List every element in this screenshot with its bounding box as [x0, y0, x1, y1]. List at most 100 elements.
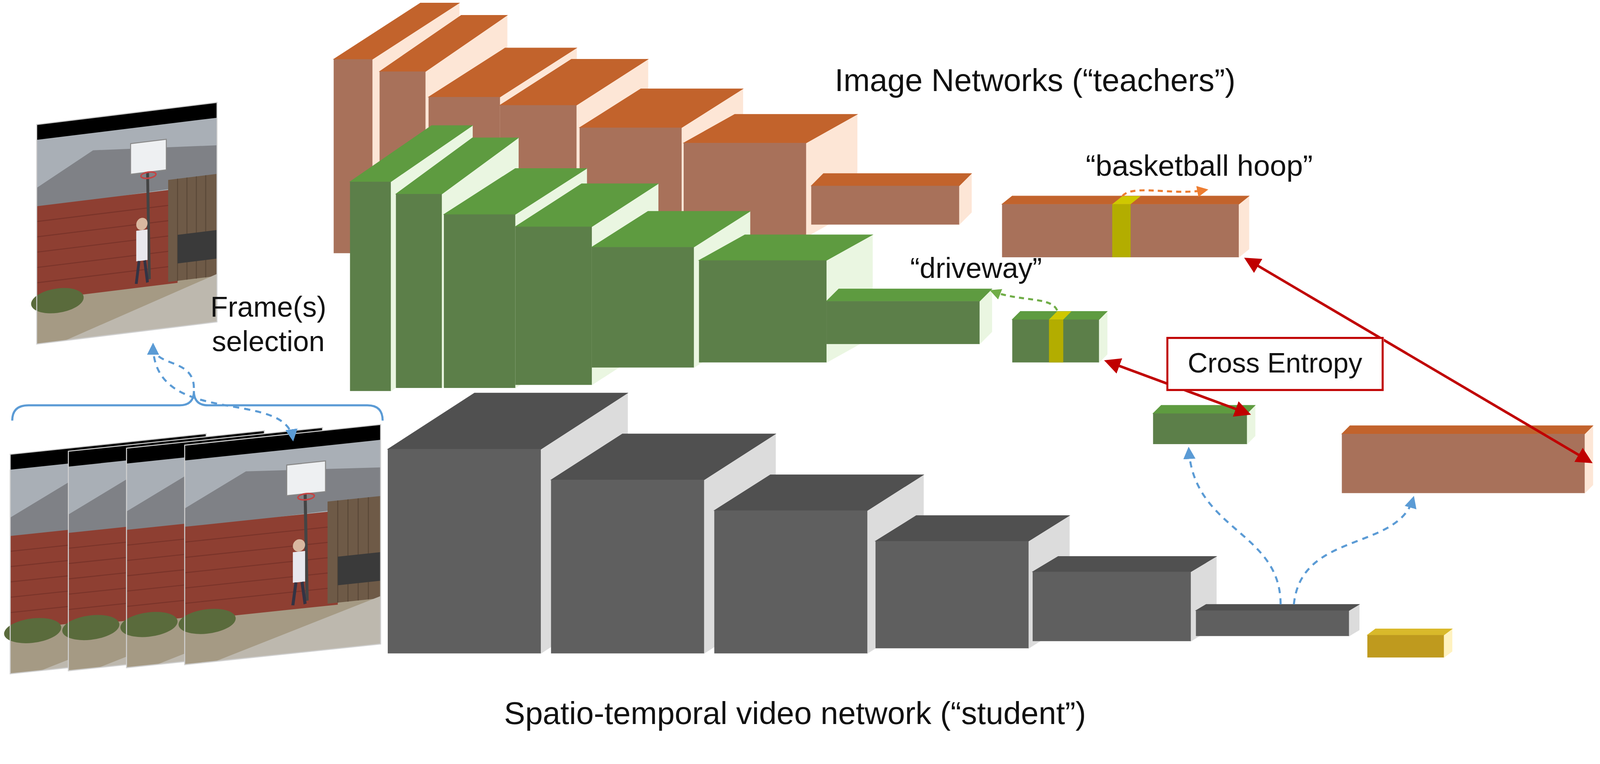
block-front-face [396, 193, 442, 388]
block-front-face [387, 449, 541, 654]
frame-brick-line [184, 571, 338, 588]
block-top-face [683, 114, 857, 143]
frame-bush [178, 605, 236, 637]
block-top-face [699, 234, 873, 260]
block-front-face [826, 301, 980, 344]
frame-fence-line [205, 175, 207, 278]
layer-block [1012, 311, 1108, 363]
label-text: Frame(s) selection [191, 289, 346, 359]
frame-fence-line [186, 177, 188, 280]
selection-pointer [153, 345, 293, 439]
frame-hoop [297, 492, 315, 501]
frame-wall [36, 188, 178, 300]
head-pointer [1293, 498, 1414, 605]
frames-bracket [12, 390, 383, 421]
block-front-face [443, 214, 516, 388]
selection-pointer [153, 345, 194, 388]
layer-block [811, 173, 972, 225]
frame-person-body [136, 229, 148, 262]
video-frames [3, 424, 381, 674]
frame-bush [62, 612, 120, 643]
frame-trailer [337, 551, 381, 586]
block-top-face [1341, 425, 1593, 434]
frame-brick-line [36, 204, 178, 222]
frame-person-head [136, 216, 148, 231]
layer-block [396, 137, 519, 388]
head-pointer [1188, 449, 1281, 605]
class-pointer [991, 290, 1058, 311]
frame-bush [3, 615, 61, 646]
block-front-face [1367, 634, 1444, 658]
label-text: “basketball hoop” [1085, 147, 1382, 184]
block-front-face [875, 540, 1029, 649]
frame-bush [31, 284, 84, 316]
block-top-face [1032, 556, 1217, 572]
block-front-face [699, 260, 827, 363]
frame-hoop [140, 170, 156, 179]
class-highlight [1112, 204, 1131, 258]
selected-frame [31, 102, 218, 345]
layer-block [1002, 195, 1250, 258]
class-highlight-top [1112, 195, 1141, 205]
label-text: Image Networks (“teachers”) [834, 61, 1325, 100]
block-top-face [826, 288, 992, 302]
frame-person-leg [301, 581, 306, 605]
frame-fence-line [337, 500, 339, 603]
block-front-face [1012, 319, 1099, 363]
block-front-face [714, 510, 868, 654]
frame-person-leg [292, 581, 296, 605]
frame-pole [147, 169, 150, 280]
block-top-face [591, 211, 751, 247]
block-front-face [1002, 204, 1239, 258]
frame-brick-line [36, 234, 178, 253]
video-frame [178, 424, 381, 665]
block-top-face [1196, 604, 1360, 611]
frame-fence-line [195, 176, 197, 279]
frame-driveway [215, 595, 381, 662]
frame-brick-line [184, 525, 338, 543]
frame-backboard [130, 139, 167, 175]
frame-fence [327, 495, 381, 604]
block-top-face [1367, 628, 1453, 635]
frame-fence-line [177, 178, 179, 281]
class-highlight-top [1048, 311, 1072, 320]
frame-brick-line [36, 219, 178, 237]
block-front-face [1032, 571, 1191, 641]
block-top-face [1012, 311, 1108, 320]
frame-driveway [64, 273, 217, 341]
frame-fence-line [357, 498, 359, 601]
frame-fence [168, 173, 217, 282]
frame-person-body [292, 550, 306, 583]
frame-brick-line [184, 587, 338, 604]
block-front-face [1341, 433, 1585, 493]
frame-person-leg [136, 260, 139, 284]
block-front-face [350, 181, 391, 391]
class-highlight [1048, 319, 1064, 363]
block-front-face [515, 226, 592, 385]
layer-block [1367, 628, 1453, 658]
block-top-face [714, 474, 924, 510]
block-side-face [1099, 311, 1108, 363]
node-label: Cross Entropy [1187, 347, 1363, 380]
block-top-face [551, 433, 776, 480]
block-top-face [1002, 195, 1250, 205]
block-front-face [1196, 610, 1350, 636]
label-text: Spatio-temporal video network (“student”… [504, 693, 1239, 732]
frame-bush [120, 608, 178, 640]
student-network [387, 392, 1593, 658]
block-front-face [1152, 413, 1247, 444]
block-top-face [387, 392, 628, 450]
teacher-network-green [350, 125, 1108, 391]
block-top-face [875, 515, 1070, 541]
block-top-face [579, 88, 744, 128]
frame-brick-line [184, 556, 338, 573]
frame-trailer [177, 229, 218, 264]
layer-block [1196, 604, 1360, 636]
block-front-face [591, 246, 694, 368]
layer-block [826, 288, 992, 344]
frame-wall [184, 510, 338, 621]
frame-brick-line [184, 541, 338, 558]
frame-border [36, 102, 218, 344]
frame-border [184, 424, 381, 665]
